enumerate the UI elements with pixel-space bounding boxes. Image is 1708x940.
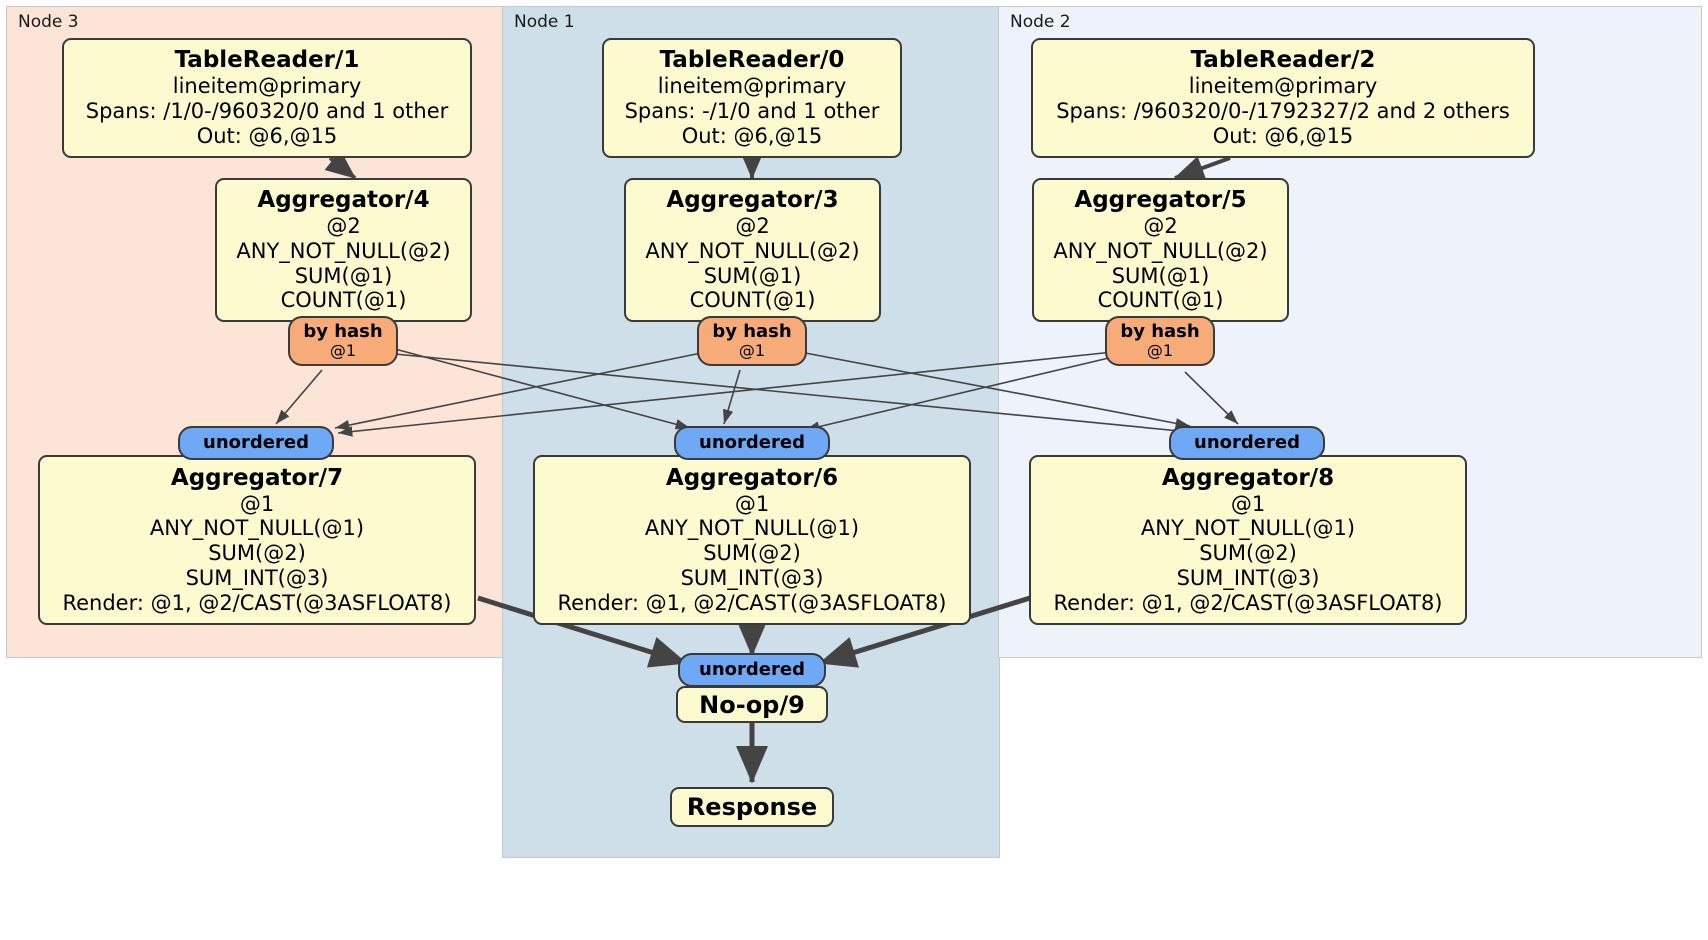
output-router-by-hash-right[interactable]: by hash @1 — [1105, 316, 1215, 366]
router-sublabel: @1 — [329, 341, 357, 361]
processor-line: ANY_NOT_NULL(@2) — [1053, 238, 1268, 263]
input-sync-unordered-right[interactable]: unordered — [1169, 426, 1325, 460]
router-label: by hash — [303, 321, 383, 343]
processor-line: Out: @6,@15 — [681, 123, 823, 148]
processor-line: Render: @1, @2/CAST(@3ASFLOAT8) — [62, 590, 452, 615]
processor-line: ANY_NOT_NULL(@2) — [236, 238, 451, 263]
processor-line: Spans: -/1/0 and 1 other — [624, 99, 880, 124]
sync-label: unordered — [699, 432, 805, 454]
processor-line: @1 — [734, 491, 770, 516]
router-label: by hash — [1120, 321, 1200, 343]
processor-line: lineitem@primary — [1188, 74, 1378, 99]
processor-aggregator-7[interactable]: Aggregator/7 @1 ANY_NOT_NULL(@1) SUM(@2)… — [38, 455, 476, 625]
output-router-by-hash-center[interactable]: by hash @1 — [697, 316, 807, 366]
processor-line: SUM(@1) — [703, 263, 802, 288]
processor-aggregator-3[interactable]: Aggregator/3 @2 ANY_NOT_NULL(@2) SUM(@1)… — [624, 178, 881, 322]
processor-line: COUNT(@1) — [689, 288, 816, 313]
processor-line: ANY_NOT_NULL(@1) — [1140, 516, 1356, 541]
processor-title: Aggregator/6 — [665, 464, 839, 491]
processor-title: Aggregator/7 — [170, 464, 344, 491]
router-sublabel: @1 — [1146, 341, 1174, 361]
processor-line: ANY_NOT_NULL(@2) — [645, 238, 860, 263]
processor-title: Aggregator/4 — [257, 186, 430, 213]
processor-line: SUM(@1) — [294, 263, 393, 288]
processor-line: SUM(@1) — [1111, 263, 1210, 288]
output-router-by-hash-left[interactable]: by hash @1 — [288, 316, 398, 366]
processor-line: @1 — [1230, 491, 1266, 516]
processor-title: TableReader/1 — [174, 47, 360, 74]
processor-aggregator-5[interactable]: Aggregator/5 @2 ANY_NOT_NULL(@2) SUM(@1)… — [1032, 178, 1289, 322]
processor-aggregator-8[interactable]: Aggregator/8 @1 ANY_NOT_NULL(@1) SUM(@2)… — [1029, 455, 1467, 625]
processor-line: COUNT(@1) — [1097, 288, 1224, 313]
processor-title: Aggregator/5 — [1074, 186, 1247, 213]
processor-line: SUM_INT(@3) — [1176, 565, 1320, 590]
processor-title: Response — [686, 793, 818, 821]
processor-line: Spans: /960320/0-/1792327/2 and 2 others — [1056, 99, 1510, 124]
router-label: by hash — [712, 321, 792, 343]
router-sublabel: @1 — [738, 341, 766, 361]
processor-aggregator-4[interactable]: Aggregator/4 @2 ANY_NOT_NULL(@2) SUM(@1)… — [215, 178, 472, 322]
processor-title: Aggregator/8 — [1161, 464, 1335, 491]
panel-label-node-2: Node 2 — [1010, 12, 1071, 32]
processor-line: Out: @6,@15 — [196, 123, 338, 148]
processor-table-reader-0[interactable]: TableReader/0 lineitem@primary Spans: -/… — [602, 38, 902, 158]
panel-label-node-3: Node 3 — [18, 12, 79, 32]
processor-title: Aggregator/3 — [666, 186, 839, 213]
processor-table-reader-2[interactable]: TableReader/2 lineitem@primary Spans: /9… — [1031, 38, 1535, 158]
processor-line: Render: @1, @2/CAST(@3ASFLOAT8) — [557, 590, 947, 615]
processor-line: ANY_NOT_NULL(@1) — [644, 516, 860, 541]
processor-title: TableReader/2 — [1190, 47, 1376, 74]
processor-line: @1 — [239, 491, 275, 516]
processor-line: Render: @1, @2/CAST(@3ASFLOAT8) — [1053, 590, 1443, 615]
processor-line: @2 — [1143, 214, 1178, 239]
input-sync-unordered-final[interactable]: unordered — [678, 653, 826, 687]
input-sync-unordered-left[interactable]: unordered — [178, 426, 334, 460]
processor-line: @2 — [326, 214, 361, 239]
processor-line: SUM_INT(@3) — [680, 565, 824, 590]
panel-label-node-1: Node 1 — [514, 12, 575, 32]
sync-label: unordered — [1194, 432, 1300, 454]
processor-line: Spans: /1/0-/960320/0 and 1 other — [85, 99, 449, 124]
processor-table-reader-1[interactable]: TableReader/1 lineitem@primary Spans: /1… — [62, 38, 472, 158]
processor-line: SUM_INT(@3) — [185, 565, 329, 590]
processor-line: lineitem@primary — [172, 74, 362, 99]
sync-label: unordered — [203, 432, 309, 454]
sync-label: unordered — [699, 659, 805, 681]
processor-line: SUM(@2) — [703, 541, 801, 566]
processor-title: TableReader/0 — [659, 47, 845, 74]
processor-line: @2 — [735, 214, 770, 239]
processor-line: ANY_NOT_NULL(@1) — [149, 516, 365, 541]
processor-aggregator-6[interactable]: Aggregator/6 @1 ANY_NOT_NULL(@1) SUM(@2)… — [533, 455, 971, 625]
input-sync-unordered-center[interactable]: unordered — [674, 426, 830, 460]
processor-line: Out: @6,@15 — [1212, 123, 1354, 148]
processor-response[interactable]: Response — [670, 787, 834, 827]
processor-line: COUNT(@1) — [280, 288, 407, 313]
processor-line: SUM(@2) — [208, 541, 306, 566]
processor-title: No-op/9 — [699, 690, 805, 719]
processor-line: SUM(@2) — [1199, 541, 1297, 566]
processor-no-op-9[interactable]: No-op/9 — [676, 686, 828, 723]
processor-line: lineitem@primary — [657, 74, 847, 99]
